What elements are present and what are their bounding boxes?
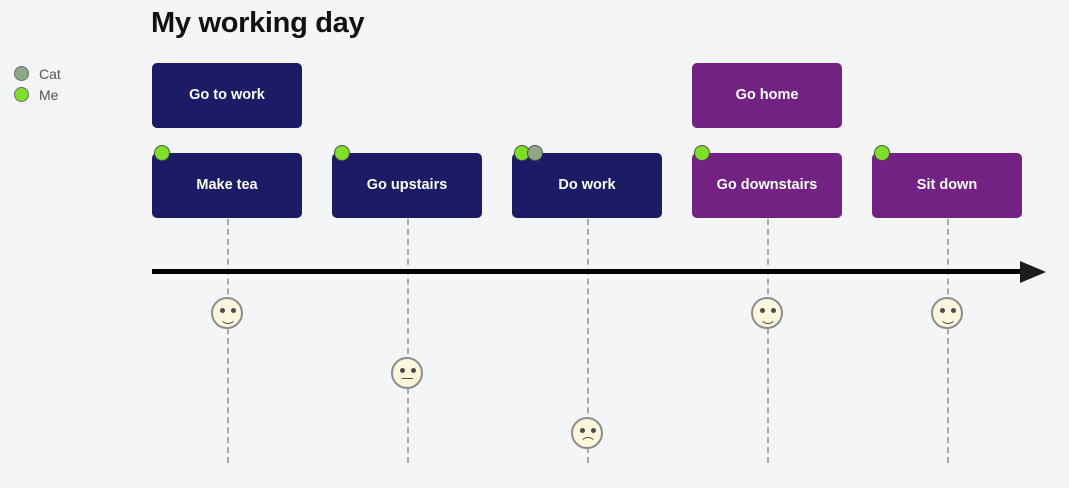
connector-line [947, 219, 949, 463]
mood-face-sad-icon [571, 417, 603, 449]
task-box-go-home[interactable]: Go home [692, 63, 842, 128]
task-label: Go downstairs [716, 176, 818, 193]
eye-icon [580, 428, 585, 433]
legend-item-label: Cat [39, 65, 61, 82]
time-axis-line [152, 269, 1026, 274]
circle-swatch-icon [14, 66, 29, 81]
actor-markers [694, 145, 710, 161]
task-box-do-work[interactable]: Do work [512, 145, 662, 218]
actor-markers [514, 145, 543, 161]
connector-line [407, 219, 409, 463]
mouth-icon [940, 313, 956, 324]
actor-dot-cat [527, 145, 543, 161]
actor-markers [874, 145, 890, 161]
legend-item-cat[interactable]: Cat [14, 63, 124, 84]
connector-line [587, 219, 589, 463]
circle-swatch-icon [14, 87, 29, 102]
eye-icon [400, 368, 405, 373]
actor-dot-me [334, 145, 350, 161]
mood-face-happy-icon [931, 297, 963, 329]
eye-icon [411, 368, 416, 373]
actor-dot-me [694, 145, 710, 161]
actor-dot-me [874, 145, 890, 161]
eye-icon [940, 308, 945, 313]
actor-markers [334, 145, 350, 161]
connector-line [227, 219, 229, 463]
actor-dot-me [154, 145, 170, 161]
legend: Cat Me [14, 63, 124, 105]
eye-icon [591, 428, 596, 433]
mood-face-happy-icon [751, 297, 783, 329]
mouth-icon [760, 313, 776, 324]
mouth-icon [220, 313, 236, 324]
task-label: Do work [558, 176, 616, 193]
mood-face-neutral-icon [391, 357, 423, 389]
eye-icon [231, 308, 236, 313]
eye-icon [220, 308, 225, 313]
eye-icon [760, 308, 765, 313]
actor-markers [154, 145, 170, 161]
task-box-go-to-work[interactable]: Go to work [152, 63, 302, 128]
task-box-go-upstairs[interactable]: Go upstairs [332, 145, 482, 218]
page-title: My working day [151, 7, 365, 39]
task-box-sit-down[interactable]: Sit down [872, 145, 1022, 218]
task-box-make-tea[interactable]: Make tea [152, 145, 302, 218]
task-label: Sit down [916, 176, 978, 193]
task-label: Make tea [196, 176, 258, 193]
task-label: Go to work [189, 86, 265, 103]
legend-item-me[interactable]: Me [14, 84, 124, 105]
task-box-go-downstairs[interactable]: Go downstairs [692, 145, 842, 218]
legend-item-label: Me [39, 86, 59, 103]
eye-icon [951, 308, 956, 313]
task-label: Go upstairs [366, 176, 448, 193]
arrow-right-icon [1020, 261, 1046, 283]
eye-icon [771, 308, 776, 313]
mouth-icon [402, 378, 413, 379]
task-label: Go home [735, 86, 799, 103]
connector-line [767, 219, 769, 463]
mouth-icon [580, 437, 596, 448]
mood-face-happy-icon [211, 297, 243, 329]
